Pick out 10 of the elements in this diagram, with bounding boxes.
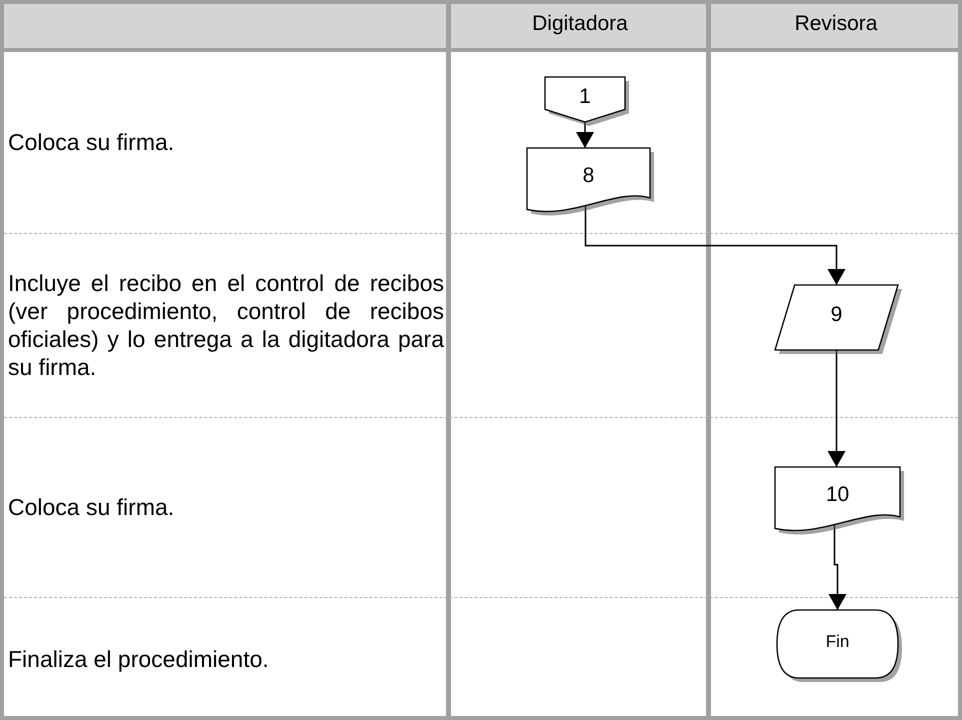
step-description: Incluye el recibo en el control de recibos (ver procedimiento, control de recibos oficiales) y lo entrega a la digitadora para su firma. [8,269,444,381]
lane-header: Digitadora [532,12,628,36]
step-description: Coloca su firma. [8,128,174,156]
lane-header: Revisora [794,12,878,36]
arrow [576,122,594,148]
step-description: Coloca su firma. [8,493,174,521]
arrow [828,524,846,610]
step-description: Finaliza el procedimiento. [8,644,269,672]
arrow [584,206,846,285]
arrow [828,350,846,467]
